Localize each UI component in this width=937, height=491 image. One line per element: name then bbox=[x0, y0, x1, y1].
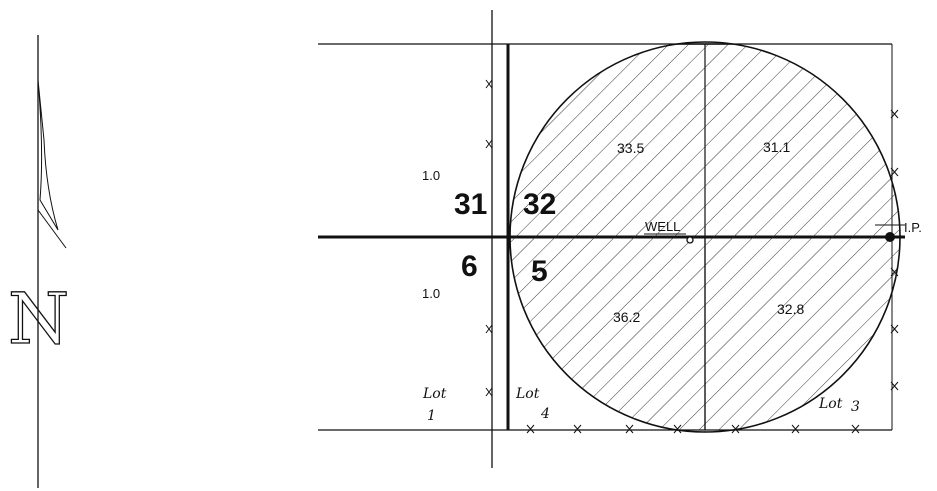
acreage-ne-east: 31.1 bbox=[763, 139, 790, 155]
north-arrow-head bbox=[37, 79, 59, 231]
section-number-6: 6 bbox=[461, 250, 478, 283]
fence-marks bbox=[485, 79, 899, 434]
lot-1-number: 1 bbox=[427, 408, 436, 424]
drilling-unit-boundary bbox=[509, 41, 901, 433]
lot-4-number: 4 bbox=[540, 406, 550, 422]
section-numbers: 31 32 6 5 bbox=[454, 188, 556, 288]
drilling-unit-hatch bbox=[510, 44, 900, 430]
drilling-unit bbox=[509, 41, 901, 433]
well-label: WELL bbox=[645, 219, 680, 234]
acreage-se-west: 36.2 bbox=[613, 309, 640, 325]
acreage-nw-left: 1.0 bbox=[422, 168, 440, 183]
north-label: N bbox=[8, 278, 69, 360]
well-symbol bbox=[686, 236, 694, 244]
lot-1-word: Lot bbox=[422, 386, 447, 402]
north-arrow: N bbox=[7, 35, 70, 488]
acreage-sw-left: 1.0 bbox=[422, 286, 440, 301]
ip-marker bbox=[885, 232, 895, 242]
ip-label: I.P. bbox=[904, 220, 922, 235]
lot-3-number: 3 bbox=[851, 399, 860, 415]
section-number-31: 31 bbox=[454, 188, 487, 221]
section-number-32: 32 bbox=[523, 188, 556, 221]
lot-3-word: Lot bbox=[818, 396, 843, 412]
acreage-labels: 1.0 1.0 33.5 31.1 36.2 32.8 bbox=[422, 139, 804, 325]
lot-labels: Lot 1 Lot 4 Lot 3 bbox=[422, 386, 860, 424]
acreage-ne-west: 33.5 bbox=[617, 140, 644, 156]
lot-4-word: Lot bbox=[515, 386, 540, 402]
section-number-5: 5 bbox=[531, 255, 548, 288]
acreage-se-east: 32.8 bbox=[777, 301, 804, 317]
